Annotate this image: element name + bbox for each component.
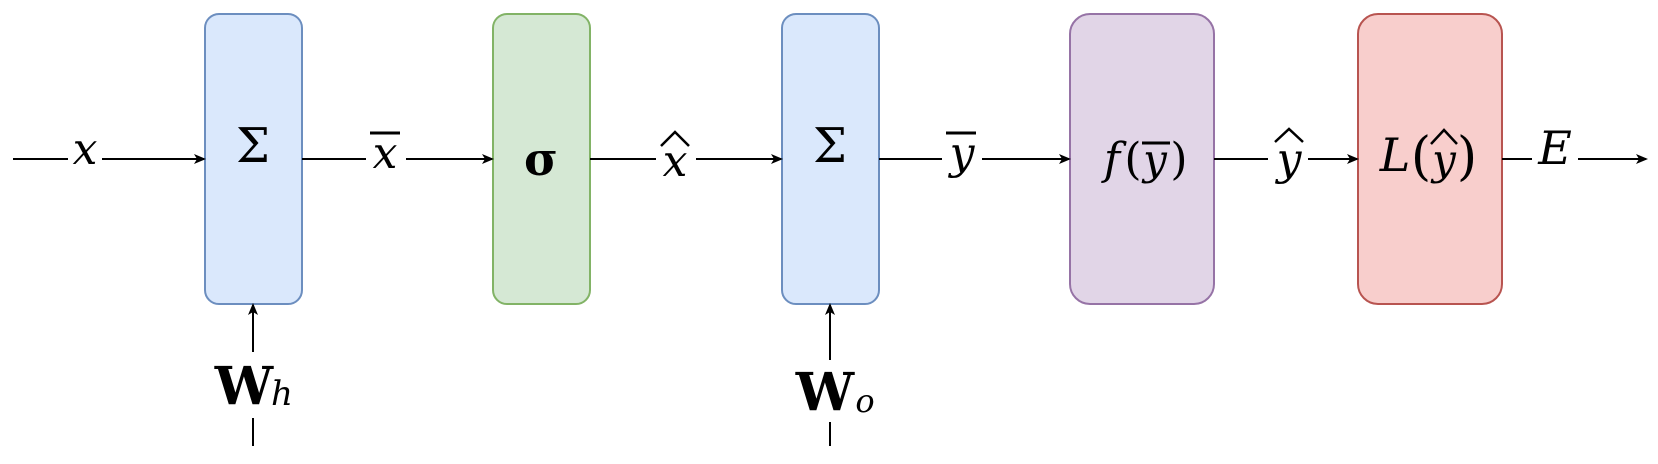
- svg-text:(: (: [1411, 127, 1431, 187]
- edge-label-x-hat: x: [656, 125, 696, 187]
- svg-text:x: x: [373, 128, 398, 179]
- svg-text:h: h: [271, 374, 293, 414]
- svg-text:x: x: [663, 136, 688, 187]
- svg-text:y: y: [1430, 135, 1457, 184]
- svg-text:L: L: [1379, 128, 1411, 182]
- svg-text:W: W: [795, 362, 856, 423]
- svg-text:o: o: [855, 382, 874, 420]
- svg-text:): ): [1457, 127, 1477, 187]
- svg-text:x: x: [73, 124, 98, 175]
- edge-label-y-bar: y: [942, 125, 982, 185]
- svg-text:y: y: [948, 128, 976, 179]
- edge-label-x-bar: x: [366, 125, 406, 179]
- x-hat-accent: [660, 130, 690, 147]
- sum-node-hidden-label: Σ: [236, 118, 270, 174]
- edge-label-y-hat: y: [1268, 120, 1308, 185]
- activation-f-label: f ( y ): [1101, 134, 1188, 185]
- svg-text:(: (: [1124, 134, 1141, 185]
- svg-text:E: E: [1537, 121, 1572, 175]
- edge-label-E: E: [1532, 121, 1578, 175]
- svg-text:): ): [1170, 134, 1187, 185]
- weight-Wh-label: W h: [210, 352, 296, 418]
- edge-label-x: x: [68, 124, 102, 175]
- svg-text:W: W: [214, 356, 275, 417]
- weight-Wo-label: W o: [792, 360, 878, 423]
- y-hat-accent: [1430, 128, 1458, 145]
- loss-label: L ( y ): [1379, 127, 1477, 187]
- svg-text:y: y: [1275, 134, 1303, 185]
- activation-f-node: [1069, 13, 1215, 305]
- y-hat-label-accent: [1274, 127, 1304, 143]
- sigma-node-label: σ: [524, 132, 558, 186]
- sum-node-output-label: Σ: [813, 118, 847, 174]
